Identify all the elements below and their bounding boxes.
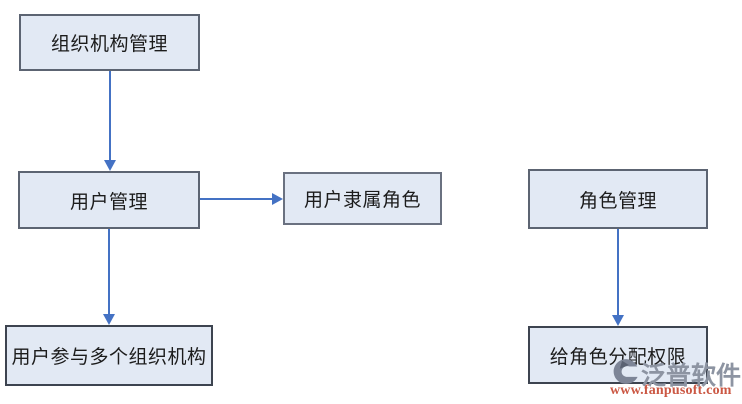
node-user-belongs-to-role: 用户隶属角色 <box>283 172 442 225</box>
node-role-management: 角色管理 <box>528 169 708 229</box>
node-org-management: 组织机构管理 <box>19 14 200 71</box>
fanpu-logo-icon <box>613 359 638 384</box>
connector-user-to-role-arrowhead-icon <box>272 193 283 205</box>
connector-org-to-user-arrowhead-icon <box>104 160 116 171</box>
connector-user-to-role-line <box>200 198 273 200</box>
node-user-multi-org: 用户参与多个组织机构 <box>5 325 213 386</box>
watermark-url-text: www.fanpusoft.com <box>610 383 732 398</box>
node-user-management: 用户管理 <box>18 171 200 229</box>
watermark-brand-text: 泛普软件 <box>641 363 742 390</box>
connector-user-to-multiorg-arrowhead-icon <box>103 314 115 325</box>
connector-user-to-multiorg-line <box>108 229 110 315</box>
watermark: 泛普软件 www.fanpusoft.com <box>610 355 742 401</box>
connector-org-to-user-line <box>109 71 111 161</box>
connector-role-to-permission-line <box>617 229 619 316</box>
connector-role-to-permission-arrowhead-icon <box>612 315 624 326</box>
